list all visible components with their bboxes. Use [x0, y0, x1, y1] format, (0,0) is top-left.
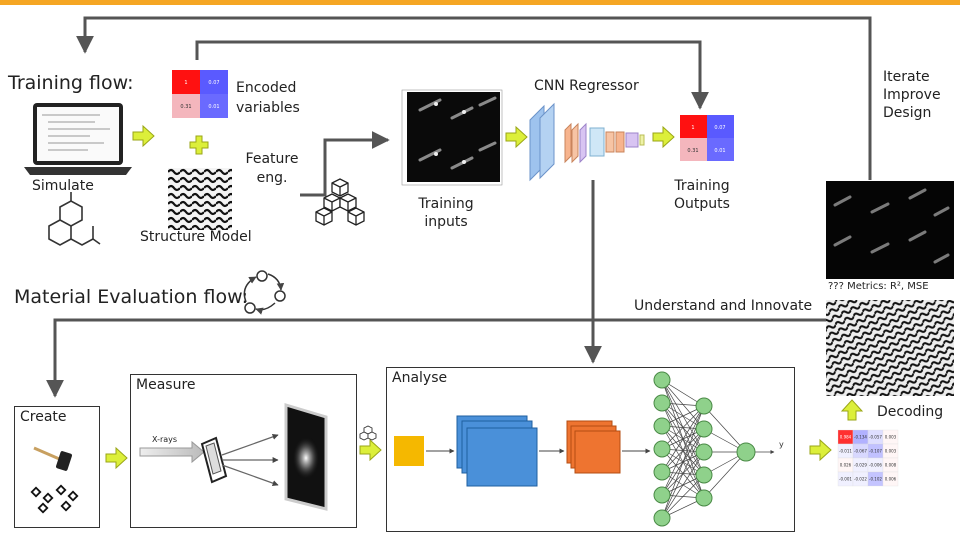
training-inputs-image [401, 89, 503, 186]
yellow-arrow-decoding [840, 399, 864, 421]
nn-hidden-node [695, 489, 713, 507]
iterate-label: Iterate Improve Design [883, 69, 941, 122]
neural-network [653, 371, 775, 527]
out-cell-2: 0.31 [687, 148, 698, 154]
nn-input-node [653, 417, 671, 435]
nn-hidden-node [695, 397, 713, 415]
cubes-small-icon [359, 425, 377, 441]
yellow-arrow-cnn [652, 125, 675, 149]
laptop-icon [24, 103, 132, 175]
decoded-matrix-value: 0.003 [885, 435, 897, 440]
training-flow-title: Training flow: [8, 72, 134, 94]
structure-model-image [168, 168, 232, 230]
material-evaluation-title: Material Evaluation flow: [14, 286, 249, 308]
iterate-heatmap-image [826, 181, 954, 279]
feature-eng-label: Feature eng. [245, 151, 299, 186]
understand-innovate-label: Understand and Innovate [634, 298, 813, 314]
training-outputs-matrix: 1 0.07 0.31 0.01 [680, 115, 734, 161]
enc-cell-2: 0.31 [180, 104, 191, 110]
analyse-pipeline [394, 415, 651, 487]
yellow-arrow-create [105, 446, 128, 470]
training-inputs-label: Training inputs [418, 196, 474, 230]
decoded-matrix-value: -0.057 [869, 435, 882, 440]
decoded-matrix-value: -0.022 [854, 477, 867, 482]
nn-hidden-node [695, 420, 713, 438]
yellow-arrow-inputs [505, 125, 528, 149]
decoded-matrix-value: -0.011 [839, 449, 852, 454]
cycle-icon [243, 270, 286, 315]
simulate-label: Simulate [32, 178, 94, 194]
feedback-loop-arrows [46, 16, 872, 398]
nn-hidden-node [695, 443, 713, 461]
nn-hidden-node [695, 466, 713, 484]
metrics-label: ??? Metrics: R², MSE [828, 281, 929, 292]
decoded-matrix-cell [882, 471, 899, 487]
yellow-arrow-measure [359, 438, 382, 462]
yellow-arrow-analyse [809, 438, 832, 462]
enc-cell-1: 0.07 [208, 80, 219, 86]
molecule-icon [48, 192, 101, 246]
decoded-matrix-value: -0.134 [854, 435, 867, 440]
create-title: Create [20, 409, 67, 425]
enc-cell-3: 0.01 [208, 104, 219, 110]
decoded-matrix-value: -0.102 [869, 477, 882, 482]
decoded-matrix-value: 0.008 [885, 463, 897, 468]
nn-input-node [653, 440, 671, 458]
decoded-matrix-value: 0.984 [840, 435, 852, 440]
nn-input-node [653, 394, 671, 412]
cnn-layers [529, 102, 645, 182]
nn-input-node [653, 486, 671, 504]
nn-output-label: y [779, 440, 784, 449]
training-outputs-label: Training Outputs [674, 178, 730, 212]
crystals-icon [30, 484, 79, 514]
nn-output-node [736, 442, 756, 462]
out-cell-1: 0.07 [714, 125, 725, 131]
analyse-title: Analyse [392, 370, 448, 386]
plus-sign [189, 135, 209, 155]
xray-setup [139, 402, 328, 511]
decoded-matrix-value: 0.026 [840, 463, 852, 468]
decoded-matrix-value: -0.067 [854, 449, 867, 454]
decoded-matrix-value: -0.001 [839, 477, 852, 482]
nn-input-node [653, 371, 671, 389]
cubes-icon [315, 178, 365, 226]
decoded-matrix-value: 0.006 [885, 477, 897, 482]
nn-input-node [653, 509, 671, 527]
out-cell-3: 0.01 [714, 148, 725, 154]
yellow-arrow-simulate [132, 124, 155, 148]
decoding-label: Decoding [877, 404, 944, 420]
encoded-variables-matrix: 1 0.07 0.31 0.01 [172, 70, 228, 118]
cnn-regressor-label: CNN Regressor [534, 78, 639, 94]
enc-cell-0: 1 [184, 80, 187, 86]
decoded-structure-image [826, 300, 954, 396]
top-accent-bar [0, 0, 960, 5]
out-cell-0: 1 [691, 125, 694, 131]
decoded-matrix-value: -0.107 [869, 449, 882, 454]
decoded-matrix-value: 0.003 [885, 449, 897, 454]
yellow-arrows [105, 124, 864, 470]
decoded-matrix-value: -0.029 [854, 463, 867, 468]
hammer-icon [33, 446, 72, 471]
nn-input-node [653, 463, 671, 481]
xrays-label: X-rays [152, 435, 178, 444]
structure-model-label: Structure Model [140, 229, 252, 245]
decoded-matrix-value: -0.006 [869, 463, 882, 468]
measure-title: Measure [136, 377, 196, 393]
encoded-variables-label: Encoded variables [236, 80, 300, 116]
